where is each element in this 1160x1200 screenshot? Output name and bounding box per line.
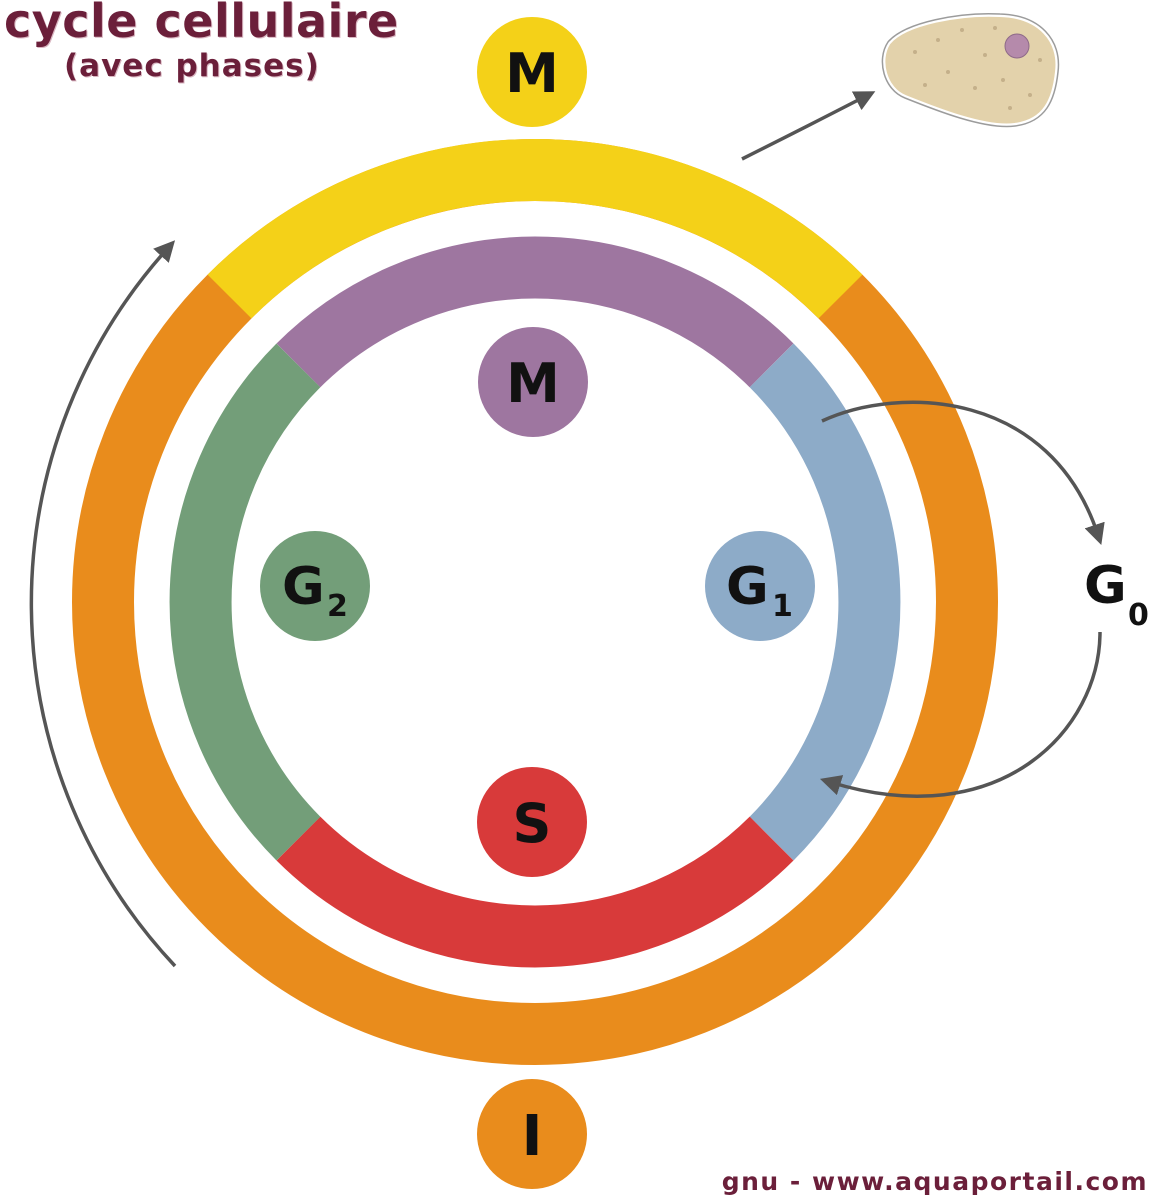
- diagram-subtitle: (avec phases): [64, 48, 320, 84]
- interphase-label: I: [522, 1104, 543, 1169]
- inner-arc-g1: [749, 343, 901, 861]
- mitosis-label: M: [505, 42, 559, 105]
- m-phase-node: M: [478, 327, 588, 437]
- g1-phase-label: G: [726, 557, 769, 617]
- inner-arc-g2: [169, 343, 321, 861]
- g1-phase-subscript: 1: [772, 589, 793, 624]
- m-phase-label: M: [506, 352, 560, 415]
- g2-phase-label: G: [282, 557, 325, 617]
- g0-phase-label: G: [1084, 556, 1127, 616]
- g0-to-g1-arrow: [819, 631, 1102, 798]
- g0-phase-label-group: G 0: [1084, 556, 1149, 633]
- s-phase-node: S: [477, 767, 587, 877]
- inner-arc-m: [276, 236, 794, 388]
- mitosis-arc: [207, 138, 863, 319]
- g2-phase-node: G 2: [260, 531, 370, 641]
- g0-phase-subscript: 0: [1128, 598, 1149, 633]
- s-phase-label: S: [513, 792, 552, 855]
- interphase-node: I: [477, 1079, 587, 1189]
- interphase-ring: [72, 139, 998, 1065]
- cycle-direction-arrow: [29, 240, 177, 968]
- g2-phase-subscript: 2: [327, 589, 348, 624]
- exit-to-cell-arrow: [741, 91, 876, 161]
- credit-text: gnu - www.aquaportail.com: [721, 1167, 1148, 1196]
- diagram-title: cycle cellulaire: [4, 0, 399, 48]
- inner-arc-s: [276, 816, 794, 968]
- mitosis-node: M: [477, 17, 587, 127]
- resting-cell-icon: [879, 10, 1062, 130]
- g1-phase-node: G 1: [705, 531, 815, 641]
- g1-to-g0-arrow: [821, 400, 1105, 545]
